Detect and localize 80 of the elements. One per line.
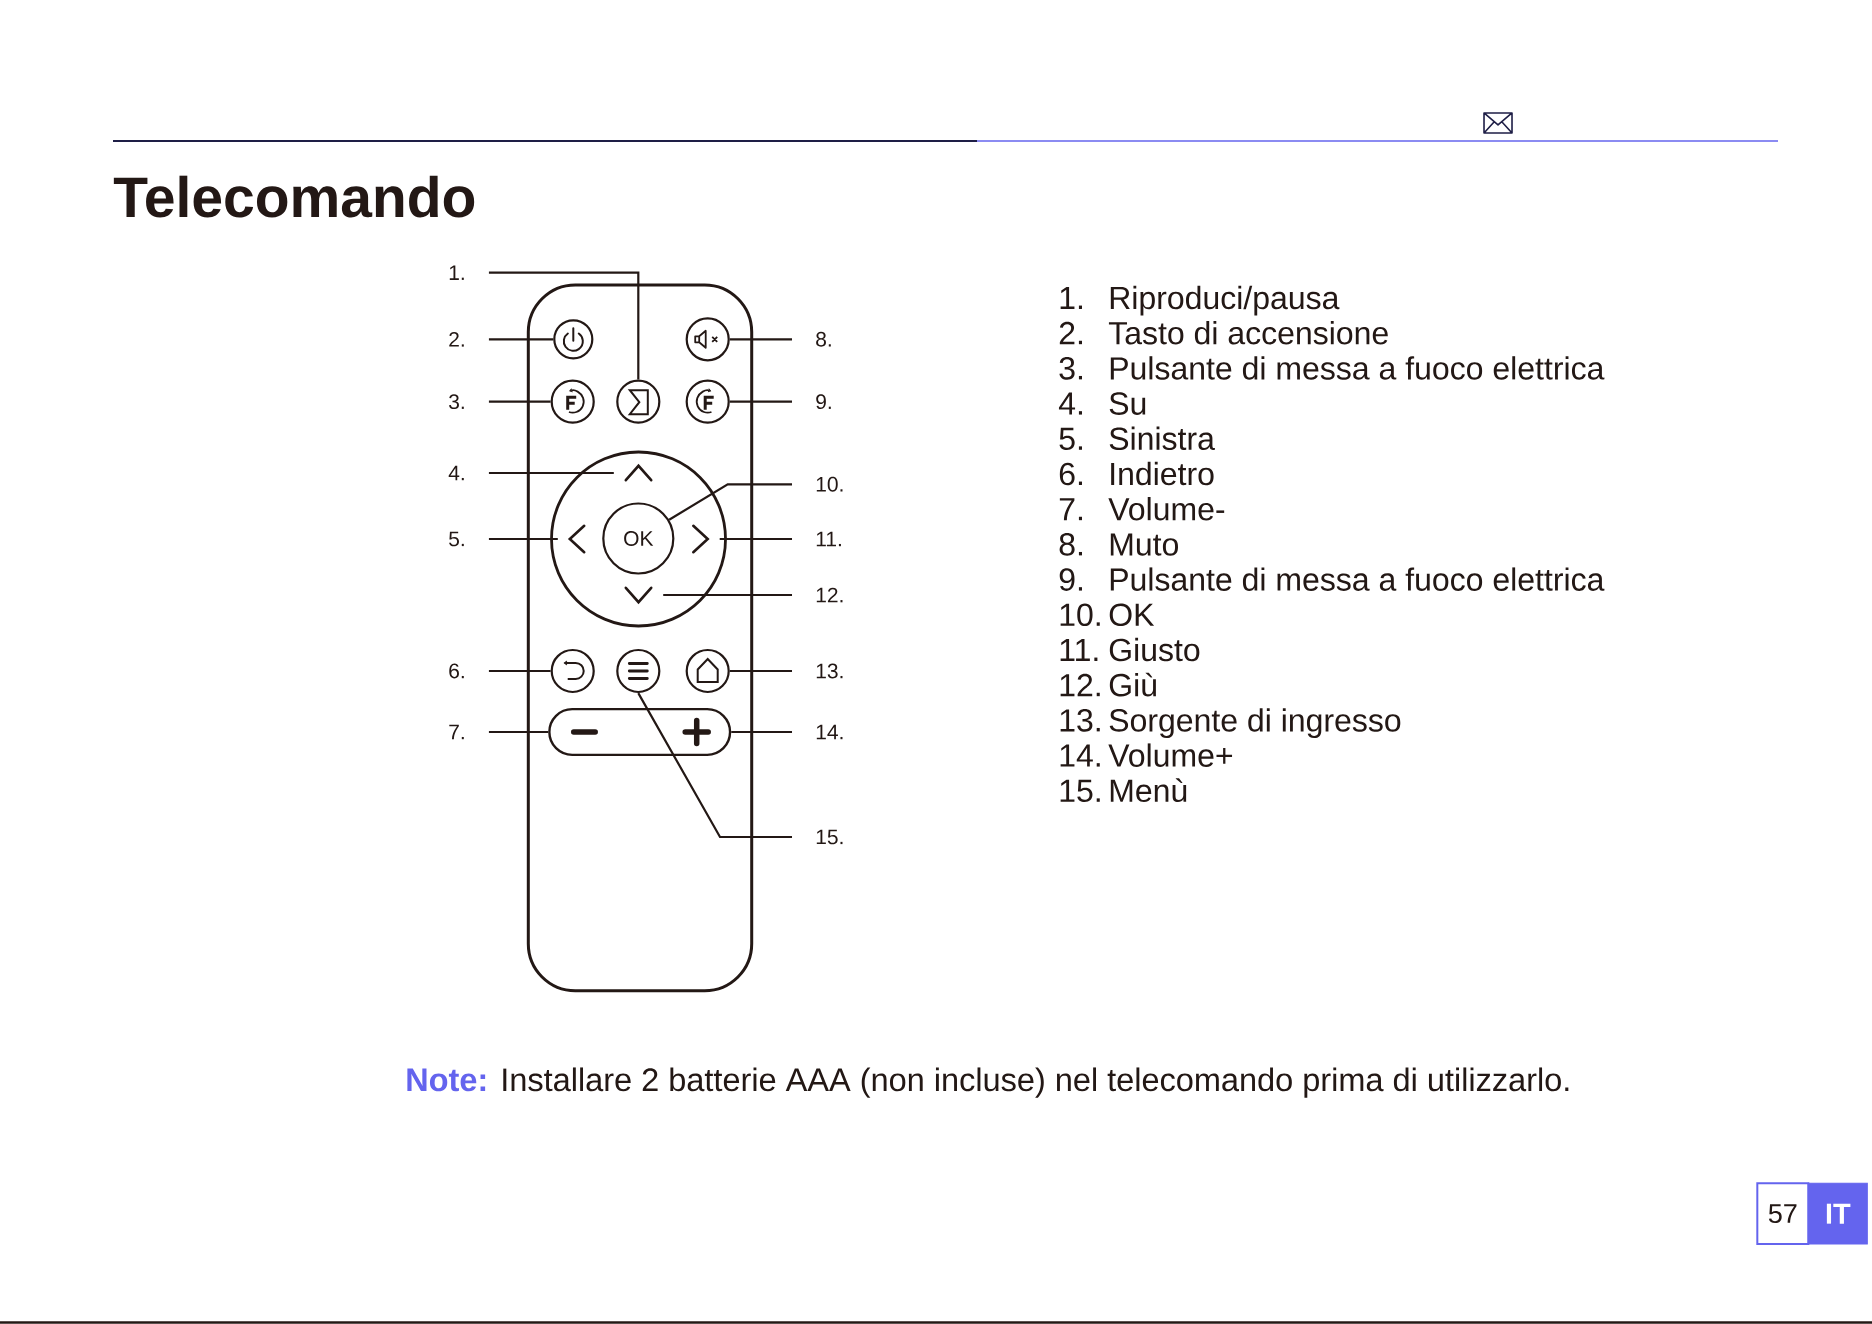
- callout-number: 1.: [449, 265, 464, 280]
- down-key: [624, 586, 653, 605]
- callout-number: 14.: [816, 724, 843, 740]
- list-item: Su: [1109, 392, 1146, 415]
- leader-line: [488, 271, 640, 380]
- callout-number: 11.: [816, 531, 841, 547]
- round-button: [550, 379, 595, 424]
- leader-line: [637, 692, 792, 839]
- navigation-ring: [550, 450, 727, 628]
- list-number: 11.: [1060, 639, 1098, 661]
- round-button: [616, 379, 661, 424]
- list-item: Volume+: [1108, 743, 1233, 767]
- list-number: 9.: [1059, 568, 1082, 591]
- round-button: [685, 317, 730, 362]
- leader-line: [488, 471, 614, 475]
- callout-number: 8.: [816, 331, 831, 347]
- list-number: 13.: [1060, 709, 1100, 732]
- list-number: 3.: [1059, 357, 1082, 380]
- list-number: 2.: [1059, 321, 1082, 345]
- leader-line: [729, 338, 792, 341]
- list-number: 14.: [1060, 744, 1100, 767]
- round-button: [685, 379, 730, 424]
- leader-line: [731, 730, 792, 734]
- list-item: Pulsante di messa a fuoco elettrica: [1110, 567, 1605, 591]
- list-item: Volume-: [1108, 497, 1225, 521]
- right-key: [692, 524, 710, 554]
- leader-line: [729, 669, 792, 673]
- round-button: [550, 648, 595, 694]
- left-key: [567, 524, 586, 554]
- list-number: 10.: [1060, 603, 1100, 627]
- callout-number: 5.: [449, 531, 464, 547]
- ok-button: OK: [602, 502, 675, 575]
- round-button: [553, 319, 594, 360]
- leader-line: [719, 537, 792, 541]
- leader-line: [488, 400, 551, 403]
- page-number: 57: [1756, 1182, 1810, 1246]
- leader-line: [663, 593, 792, 597]
- leader-line: [488, 730, 549, 734]
- list-item: Sinistra: [1109, 426, 1215, 451]
- callout-number: 4.: [448, 465, 464, 481]
- callout-number: 3.: [449, 394, 464, 410]
- list-item: Pulsante di messa a fuoco elettrica: [1110, 356, 1605, 380]
- callout-number: 9.: [816, 394, 831, 410]
- page-title: Telecomando: [113, 175, 475, 218]
- list-item: Muto: [1110, 533, 1178, 556]
- leader-line: [729, 400, 792, 403]
- list-item: Tasto di accensione: [1108, 321, 1388, 345]
- list-item: Giusto: [1109, 637, 1200, 662]
- volume-rocker: [548, 707, 732, 757]
- round-button: [685, 648, 730, 694]
- list-number: 12.: [1060, 673, 1100, 697]
- callout-number: 10.: [816, 476, 843, 492]
- list-number: 15.: [1060, 779, 1100, 803]
- up-key: [624, 463, 653, 482]
- callout-number: 2.: [449, 331, 464, 347]
- leader-line: [488, 669, 551, 673]
- leader-line: [668, 483, 792, 521]
- list-item: Giù: [1109, 672, 1156, 697]
- language-tab: IT: [1807, 1182, 1868, 1245]
- list-number: 6.: [1059, 462, 1082, 486]
- round-button: [616, 648, 661, 694]
- list-item: Riproduci/pausa: [1110, 285, 1340, 316]
- callout-number: 12.: [816, 587, 843, 603]
- list-number: 1.: [1060, 287, 1082, 309]
- callout-number: 7.: [449, 724, 464, 740]
- remote-body: [526, 283, 754, 993]
- list-item: Sorgente di ingresso: [1109, 708, 1401, 738]
- list-number: 8.: [1059, 533, 1082, 556]
- leader-line: [488, 338, 554, 341]
- callout-number: 13.: [816, 663, 843, 679]
- list-number: 7.: [1059, 498, 1082, 521]
- list-number: 4.: [1058, 392, 1082, 415]
- note-text: Note: Installare 2 batterie AAA (non incluse) nel telecomando prima di utilizzarlo.: [407, 1067, 1569, 1098]
- list-item: Menù: [1110, 778, 1187, 803]
- list-item: Indietro: [1111, 461, 1214, 486]
- list-number: 5.: [1059, 427, 1082, 451]
- callout-number: 6.: [449, 663, 464, 679]
- leader-line: [488, 537, 558, 541]
- list-item: OK: [1109, 603, 1155, 627]
- callout-number: 15.: [816, 829, 843, 845]
